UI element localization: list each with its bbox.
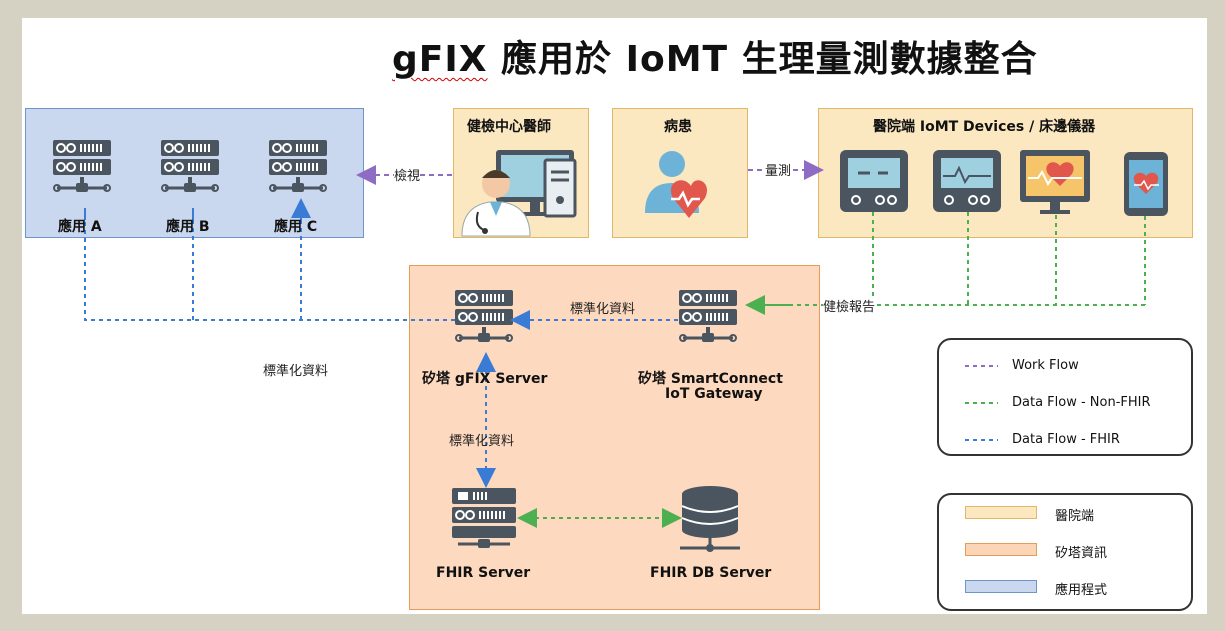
legend-swatch-silicon — [965, 543, 1037, 556]
view-edge-label: 檢視 — [394, 165, 421, 184]
app-b-label: 應用 B — [166, 219, 210, 235]
tablet-heart-icon — [1124, 152, 1168, 216]
legend-non-fhir: Data Flow - Non-FHIR — [1012, 395, 1151, 410]
patient-heart-icon — [645, 151, 708, 218]
devices-label: 醫院端 IoMT Devices / 床邊儀器 — [873, 119, 1096, 135]
legend-hospital: 醫院端 — [1055, 509, 1095, 524]
gfix-server-label: 矽塔 gFIX Server — [422, 371, 548, 387]
gfix-to-apps-lines — [84, 212, 455, 321]
database-icon — [680, 486, 740, 552]
flow-legend — [937, 338, 1193, 456]
app-a-label: 應用 A — [58, 219, 102, 235]
app-c-label: 應用 C — [274, 219, 318, 235]
page-title: gFIX 應用於 IoMT 生理量測數據整合 — [392, 30, 1038, 82]
legend-silicon: 矽塔資訊 — [1055, 546, 1108, 561]
heart-monitor-icon — [1020, 150, 1090, 214]
gateway-label-line1: 矽塔 SmartConnect — [638, 371, 783, 387]
doctor-computer-icon — [496, 150, 577, 218]
legend-swatch-app — [965, 580, 1037, 593]
title-rest: 應用於 IoMT 生理量測數據整合 — [487, 39, 1038, 80]
measure-edge-label: 量測 — [765, 160, 792, 179]
patient-label: 病患 — [664, 119, 692, 135]
legend-fhir: Data Flow - FHIR — [1012, 432, 1120, 447]
fhir-server-icon — [452, 488, 516, 548]
fhir-db-label: FHIR DB Server — [650, 565, 772, 581]
std-data-label-3: 標準化資料 — [449, 434, 515, 449]
report-edge-label: 健檢報告 — [823, 296, 876, 315]
monitor-device-1-icon — [840, 150, 908, 212]
apps-arrow-heads — [84, 208, 301, 220]
std-data-label-2: 標準化資料 — [263, 364, 329, 379]
gateway-label-line2: IoT Gateway — [665, 386, 763, 402]
doctor-label: 健檢中心醫師 — [467, 119, 551, 135]
fhir-server-label: FHIR Server — [436, 565, 531, 581]
legend-swatch-hospital — [965, 506, 1037, 519]
legend-work-flow: Work Flow — [1012, 358, 1079, 373]
title-gfix: gFIX — [392, 39, 488, 80]
doctor-icon — [461, 170, 531, 237]
std-data-label-1: 標準化資料 — [570, 302, 636, 317]
monitor-device-2-icon — [933, 150, 1001, 212]
legend-app: 應用程式 — [1055, 583, 1108, 598]
